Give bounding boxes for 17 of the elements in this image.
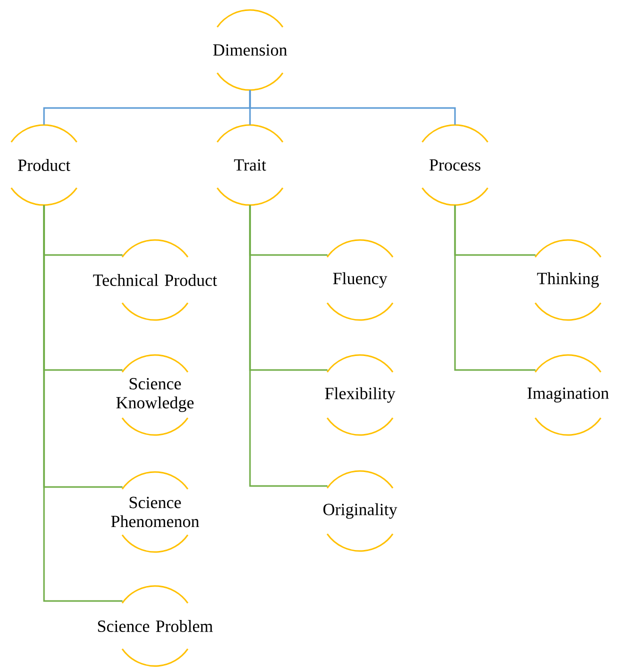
node-label: Science Problem <box>98 620 213 632</box>
node-label: Imagination <box>528 388 609 402</box>
node-label: Dimension <box>213 44 288 56</box>
node-label: Originality <box>323 503 398 519</box>
connector-line <box>43 205 122 602</box>
node-label: Science Knowledge <box>116 378 194 412</box>
node-label: Thinking <box>537 272 599 288</box>
node-label: Product <box>18 159 70 171</box>
node-label: Technical Product <box>93 274 218 286</box>
connector-line <box>454 205 536 371</box>
connector-line <box>249 90 456 125</box>
node-label: Flexibility <box>325 387 396 403</box>
node-label: Fluency <box>333 272 388 288</box>
connector-line <box>249 205 328 487</box>
node-label: Science Phenomenon <box>111 496 200 528</box>
node-label: Trait <box>234 159 266 171</box>
node-label: Process <box>430 159 480 171</box>
